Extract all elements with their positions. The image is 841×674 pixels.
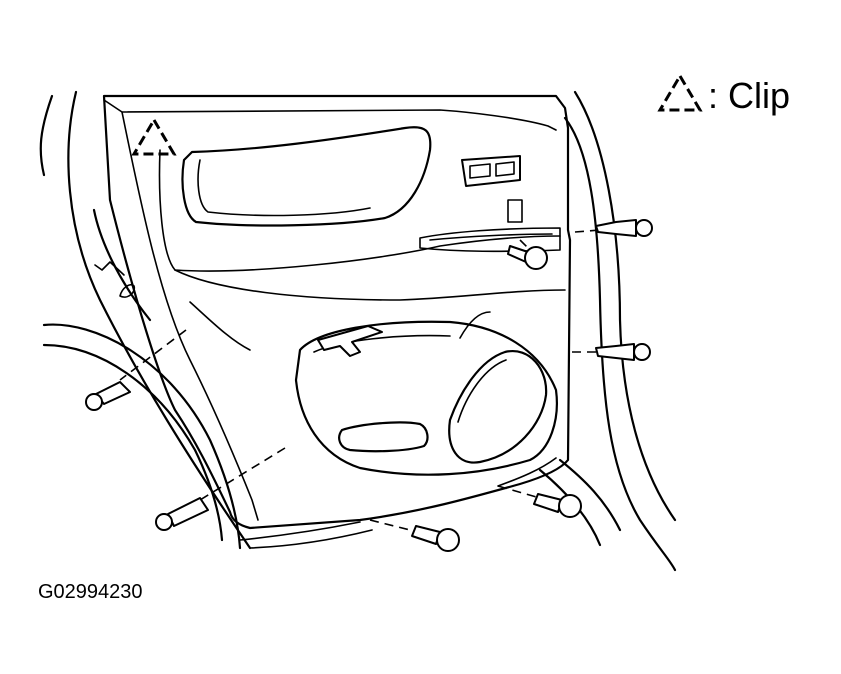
clip-left-upper-icon bbox=[85, 381, 131, 411]
screw-bottom-right-icon bbox=[533, 493, 582, 518]
legend-label: : Clip bbox=[708, 75, 790, 116]
vehicle-body-outline bbox=[39, 90, 677, 572]
clip-upper-right-icon bbox=[595, 219, 653, 237]
clip-left-lower-icon bbox=[155, 497, 209, 531]
clip-location-triangle-icon bbox=[131, 117, 177, 156]
fasteners bbox=[85, 219, 653, 552]
screw-bottom-icon bbox=[411, 525, 460, 552]
legend: : Clip bbox=[657, 73, 790, 116]
clip-triangle-icon bbox=[657, 73, 703, 112]
figure-id: G02994230 bbox=[38, 581, 143, 603]
door-trim-panel bbox=[102, 94, 572, 549]
clip-middle-right-icon bbox=[595, 343, 651, 361]
screw-handle-icon bbox=[507, 245, 548, 270]
